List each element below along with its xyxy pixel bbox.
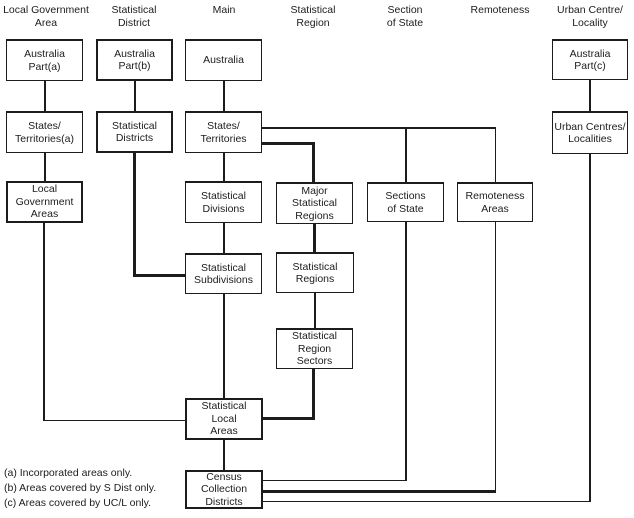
- connector-states-to-msr-vertical: [311, 141, 315, 182]
- box-statistical-subdivisions: Statistical Subdivisions: [185, 253, 262, 294]
- connector-stat-districts-to-subdivisions: [133, 274, 185, 277]
- connector-remoteness-to-ccd: [263, 490, 496, 493]
- box-urban-centres-localities: Urban Centres/ Localities: [552, 111, 628, 154]
- connector-lga-to-sla: [43, 419, 185, 421]
- connector-sections-of-state-to-ccd: [263, 479, 406, 481]
- column-header-main: Main: [212, 4, 236, 16]
- connector-states-to-divisions: [223, 153, 225, 182]
- box-statistical-local-areas: Statistical Local Areas: [185, 398, 263, 440]
- connector-sla-to-ccd: [223, 440, 225, 470]
- connector-states-to-msr-horizontal: [262, 141, 314, 145]
- connector-branch-to-remoteness-areas: [494, 127, 496, 182]
- connector-states-branch-horizontal: [262, 127, 496, 129]
- box-sections-of-state: Sections of State: [367, 182, 444, 222]
- box-states-territories-a: States/ Territories(a): [6, 111, 83, 153]
- column-header-statistical-district: Statistical District: [111, 4, 157, 29]
- box-remoteness-areas: Remoteness Areas: [457, 182, 533, 222]
- box-statistical-districts: Statistical Districts: [96, 111, 173, 153]
- column-header-statistical-region: Statistical Region: [290, 4, 336, 29]
- column-header-urban-centre-locality: Urban Centre/ Locality: [557, 4, 623, 29]
- connector-urban-centres-down: [589, 154, 591, 502]
- connector-stat-districts-down-thick: [133, 153, 136, 277]
- box-australia-part-b: Australia Part(b): [96, 39, 173, 81]
- connector-msr-to-statistical-regions: [313, 224, 316, 252]
- box-statistical-divisions: Statistical Divisions: [185, 181, 262, 223]
- box-australia-part-c: Australia Part(c): [552, 39, 628, 80]
- connector-sections-of-state-down: [405, 222, 407, 481]
- box-local-government-areas: Local Government Areas: [6, 181, 83, 223]
- footnotes: (a) Incorporated areas only. (b) Areas c…: [4, 467, 157, 509]
- box-major-statistical-regions: Major Statistical Regions: [276, 182, 353, 224]
- connector-regions-to-region-sectors: [314, 293, 316, 328]
- column-header-local-government-area: Local Government Area: [3, 4, 89, 29]
- connector-subdivisions-to-sla: [223, 294, 225, 398]
- connector-australia-b-to-stat-districts: [134, 81, 136, 111]
- connector-australia-to-states: [223, 81, 225, 111]
- connector-divisions-to-subdivisions: [223, 223, 225, 253]
- column-header-section-of-state: Section of State: [386, 4, 424, 29]
- column-header-remoteness: Remoteness: [470, 4, 530, 16]
- connector-australia-a-to-states-a: [44, 81, 46, 111]
- connector-states-a-to-lga: [44, 153, 46, 182]
- box-statistical-regions: Statistical Regions: [276, 252, 354, 293]
- box-census-collection-districts: Census Collection Districts: [185, 470, 263, 509]
- connector-remoteness-down: [494, 222, 496, 491]
- connector-branch-to-sections-of-state: [405, 127, 407, 182]
- box-australia-part-a: Australia Part(a): [6, 39, 83, 81]
- box-states-territories: States/ Territories: [185, 111, 262, 153]
- connector-australia-c-to-urban-centres: [589, 80, 591, 111]
- box-statistical-region-sectors: Statistical Region Sectors: [276, 328, 353, 369]
- connector-urban-centres-to-ccd: [263, 500, 590, 502]
- connector-region-sectors-to-sla: [263, 417, 315, 420]
- connector-lga-down: [43, 223, 45, 421]
- connector-region-sectors-down-thick: [311, 369, 315, 420]
- box-australia: Australia: [185, 39, 262, 81]
